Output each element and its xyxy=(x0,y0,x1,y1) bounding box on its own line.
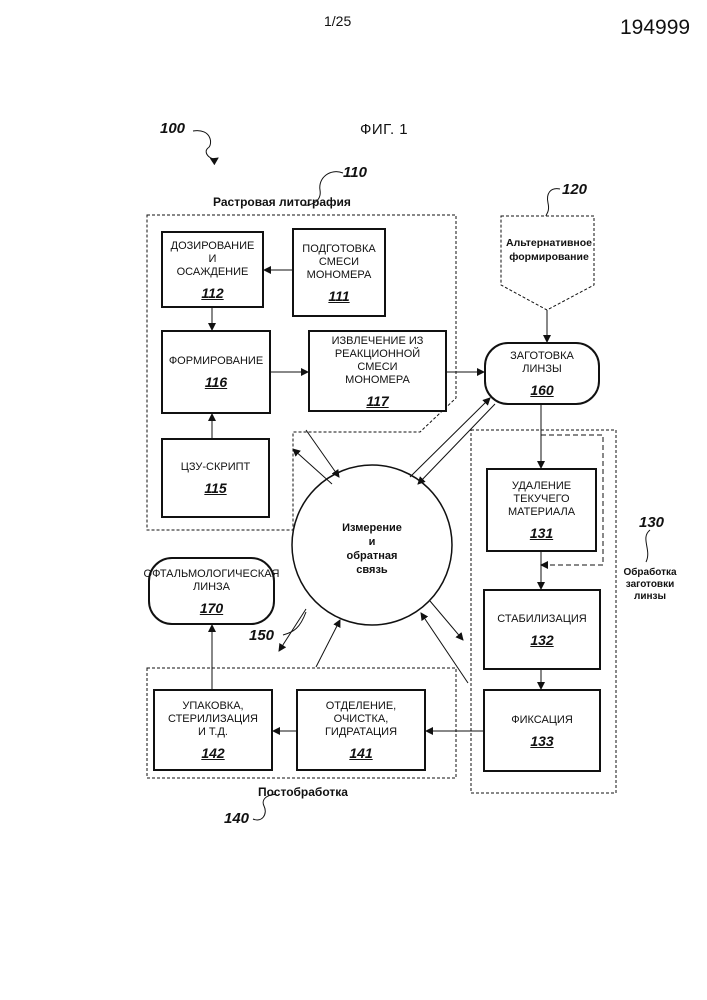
ref-110: 110 xyxy=(343,164,367,181)
leader-120 xyxy=(546,189,560,216)
fb-arrow-lith-in xyxy=(306,430,339,477)
fb-arrow-lith-out xyxy=(293,449,332,484)
box-132-stabilization: СТАБИЛИЗАЦИЯ 132 xyxy=(483,589,601,670)
box-142-number: 142 xyxy=(201,747,224,760)
box-170-ophthalmic-lens: ОФТАЛЬМОЛОГИЧЕСКАЯ ЛИНЗА 170 xyxy=(148,557,275,625)
box-115-number: 115 xyxy=(204,482,226,495)
box-117-extraction: ИЗВЛЕЧЕНИЕ ИЗ РЕАКЦИОННОЙ СМЕСИ МОНОМЕРА… xyxy=(308,330,447,412)
ref-140: 140 xyxy=(224,810,249,827)
box-111-monomer-prep: ПОДГОТОВКА СМЕСИ МОНОМЕРА 111 xyxy=(292,228,386,317)
lithography-label: Растровая литография xyxy=(213,195,351,209)
fb-arrow-post-out xyxy=(279,609,306,651)
ref-120: 120 xyxy=(562,181,587,198)
box-115-script: ЦЗУ-СКРИПТ 115 xyxy=(161,438,270,518)
box-112-text: ДОЗИРОВАНИЕ И ОСАЖДЕНИЕ xyxy=(167,240,258,279)
box-142-text: УПАКОВКА, СТЕРИЛИЗАЦИЯ И Т.Д. xyxy=(168,700,258,739)
box-115-text: ЦЗУ-СКРИПТ xyxy=(181,461,251,474)
measurement-feedback-label: Измерение и обратная связь xyxy=(320,521,424,577)
ref-150: 150 xyxy=(249,627,274,644)
fb-arrow-post-in xyxy=(316,620,340,667)
box-116-forming: ФОРМИРОВАНИЕ 116 xyxy=(161,330,271,414)
blank-processing-label: Обработка заготовки линзы xyxy=(610,567,690,603)
fb-arrow-160-in xyxy=(418,404,495,484)
box-141-text: ОТДЕЛЕНИЕ, ОЧИСТКА, ГИДРАТАЦИЯ xyxy=(325,700,397,739)
box-141-number: 141 xyxy=(349,747,372,760)
box-116-text: ФОРМИРОВАНИЕ xyxy=(169,355,263,368)
box-117-number: 117 xyxy=(366,395,388,408)
box-132-text: СТАБИЛИЗАЦИЯ xyxy=(497,613,587,626)
leader-150 xyxy=(283,612,306,635)
leader-130 xyxy=(646,530,650,562)
box-141-separation: ОТДЕЛЕНИЕ, ОЧИСТКА, ГИДРАТАЦИЯ 141 xyxy=(296,689,426,771)
box-142-packaging: УПАКОВКА, СТЕРИЛИЗАЦИЯ И Т.Д. 142 xyxy=(153,689,273,771)
box-160-number: 160 xyxy=(530,384,553,397)
box-131-fluid-removal: УДАЛЕНИЕ ТЕКУЧЕГО МАТЕРИАЛА 131 xyxy=(486,468,597,552)
box-133-fixation: ФИКСАЦИЯ 133 xyxy=(483,689,601,772)
box-160-text: ЗАГОТОВКА ЛИНЗЫ xyxy=(510,350,574,376)
ref-130: 130 xyxy=(639,514,664,531)
ref-100: 100 xyxy=(160,120,185,137)
postprocessing-label: Постобработка xyxy=(258,785,348,799)
fb-arrow-proc-in xyxy=(421,613,468,683)
box-111-number: 111 xyxy=(328,290,349,303)
box-117-text: ИЗВЛЕЧЕНИЕ ИЗ РЕАКЦИОННОЙ СМЕСИ МОНОМЕРА xyxy=(314,335,441,387)
box-133-number: 133 xyxy=(530,735,553,748)
box-132-number: 132 xyxy=(530,634,553,647)
alternative-forming-label: Альтернативное формирование xyxy=(504,236,594,264)
box-112-number: 112 xyxy=(201,287,223,300)
box-131-number: 131 xyxy=(530,527,553,540)
box-170-text: ОФТАЛЬМОЛОГИЧЕСКАЯ ЛИНЗА xyxy=(144,568,280,594)
box-116-number: 116 xyxy=(205,376,227,389)
leader-100 xyxy=(193,131,218,159)
box-133-text: ФИКСАЦИЯ xyxy=(511,714,573,727)
box-112-dispensing: ДОЗИРОВАНИЕ И ОСАЖДЕНИЕ 112 xyxy=(161,231,264,308)
box-160-lens-blank: ЗАГОТОВКА ЛИНЗЫ 160 xyxy=(484,342,600,405)
box-170-number: 170 xyxy=(200,602,223,615)
box-131-text: УДАЛЕНИЕ ТЕКУЧЕГО МАТЕРИАЛА xyxy=(508,480,575,519)
box-111-text: ПОДГОТОВКА СМЕСИ МОНОМЕРА xyxy=(302,243,375,282)
